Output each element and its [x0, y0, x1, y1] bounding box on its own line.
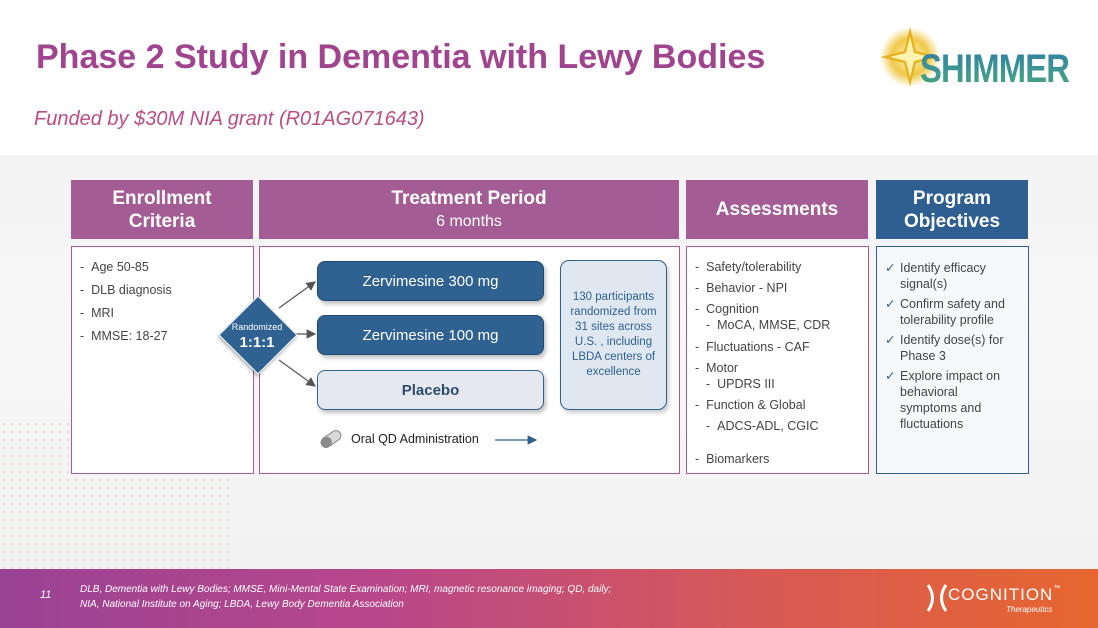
check-icon: ✓: [885, 297, 896, 311]
objectives-list: ✓Identify efficacy signal(s) ✓Confirm sa…: [885, 260, 1017, 432]
participants-callout: 130 participants randomized from 31 site…: [560, 260, 667, 410]
list-item: - Age 50-85: [80, 260, 149, 274]
check-icon: ✓: [885, 369, 896, 383]
list-item: - Behavior - NPI: [695, 281, 788, 295]
enrollment-list: - Age 50-85 - DLB diagnosis - MRI - MMSE…: [80, 260, 172, 344]
list-item: - MMSE: 18-27: [80, 329, 168, 343]
objectives-header-line1: Program: [912, 187, 992, 209]
footnote-line2: NIA, National Institute on Aging; LBDA, …: [80, 599, 404, 610]
page-title: Phase 2 Study in Dementia with Lewy Bodi…: [36, 38, 766, 76]
program-objectives-box: ✓Identify efficacy signal(s) ✓Confirm sa…: [876, 246, 1029, 474]
cognition-name: COGNITION™: [948, 585, 1062, 604]
list-item: - Function & Global: [695, 398, 806, 412]
assessments-header-title: Assessments: [715, 199, 839, 220]
list-item: ✓Confirm safety and tolerability profile: [885, 297, 1005, 327]
assessments-box: - Safety/tolerability - Behavior - NPI -…: [686, 246, 869, 474]
arm-zervimesine-300: Zervimesine 300 mg: [317, 261, 544, 301]
list-item: - Safety/tolerability: [695, 260, 802, 274]
treatment-header-title: Treatment Period: [391, 187, 547, 209]
cognition-x-icon: [926, 584, 948, 612]
arm-placebo: Placebo: [317, 370, 544, 410]
check-icon: ✓: [885, 261, 896, 275]
list-item: ✓Identify efficacy signal(s): [885, 261, 986, 291]
list-item: - Fluctuations - CAF: [695, 340, 810, 354]
randomized-label: Randomized: [231, 322, 283, 332]
randomization-ratio: 1:1:1: [239, 334, 275, 351]
list-item: ✓Explore impact on behavioral symptoms a…: [885, 369, 1001, 431]
randomization-diamond: Randomized 1:1:1: [218, 295, 298, 375]
shimmer-logo: SHIMMER: [880, 25, 1070, 95]
page-number: 11: [40, 589, 52, 601]
check-icon: ✓: [885, 333, 896, 347]
objectives-header-line2: Objectives: [903, 210, 1001, 232]
footnote: DLB, Dementia with Lewy Bodies; MMSE, Mi…: [80, 582, 611, 612]
treatment-header-duration: 6 months: [436, 212, 502, 230]
list-item: - Biomarkers: [695, 452, 770, 466]
participants-text: 130 participants randomized from 31 site…: [570, 291, 657, 378]
list-item: - Cognition: [695, 302, 759, 316]
sparkle-star-icon: [880, 27, 940, 87]
list-item: - ADCS-ADL, CGIC: [706, 419, 819, 433]
cognition-logo: COGNITION™ Therapeutics: [926, 581, 1076, 621]
enrollment-header-line2: Criteria: [128, 210, 196, 232]
administration-label: Oral QD Administration: [351, 432, 479, 446]
enrollment-criteria-box: - Age 50-85 - DLB diagnosis - MRI - MMSE…: [71, 246, 254, 474]
enrollment-criteria-header: Enrollment Criteria: [71, 180, 253, 239]
footnote-line1: DLB, Dementia with Lewy Bodies; MMSE, Mi…: [80, 584, 612, 595]
arm-zervimesine-100: Zervimesine 100 mg: [317, 315, 544, 355]
treatment-period-header: Treatment Period 6 months: [259, 180, 679, 239]
enrollment-header-line1: Enrollment: [112, 187, 212, 209]
assessments-header: Assessments: [686, 180, 868, 239]
list-item: - MoCA, MMSE, CDR: [706, 318, 831, 332]
list-item: - Motor: [695, 361, 739, 375]
footer-bar: 11 DLB, Dementia with Lewy Bodies; MMSE,…: [0, 569, 1098, 628]
list-item: - DLB diagnosis: [80, 283, 172, 297]
list-item: ✓Identify dose(s) for Phase 3: [885, 333, 1004, 363]
page-subtitle: Funded by $30M NIA grant (R01AG071643): [34, 108, 425, 130]
shimmer-logo-text: SHIMMER: [920, 47, 1070, 91]
cognition-subtext: Therapeutics: [1006, 605, 1053, 614]
list-item: - MRI: [80, 306, 115, 320]
pill-icon: [320, 430, 342, 448]
randomization-arrows: [278, 281, 538, 445]
program-objectives-header: Program Objectives: [876, 180, 1028, 239]
list-item: - UPDRS III: [706, 377, 775, 391]
